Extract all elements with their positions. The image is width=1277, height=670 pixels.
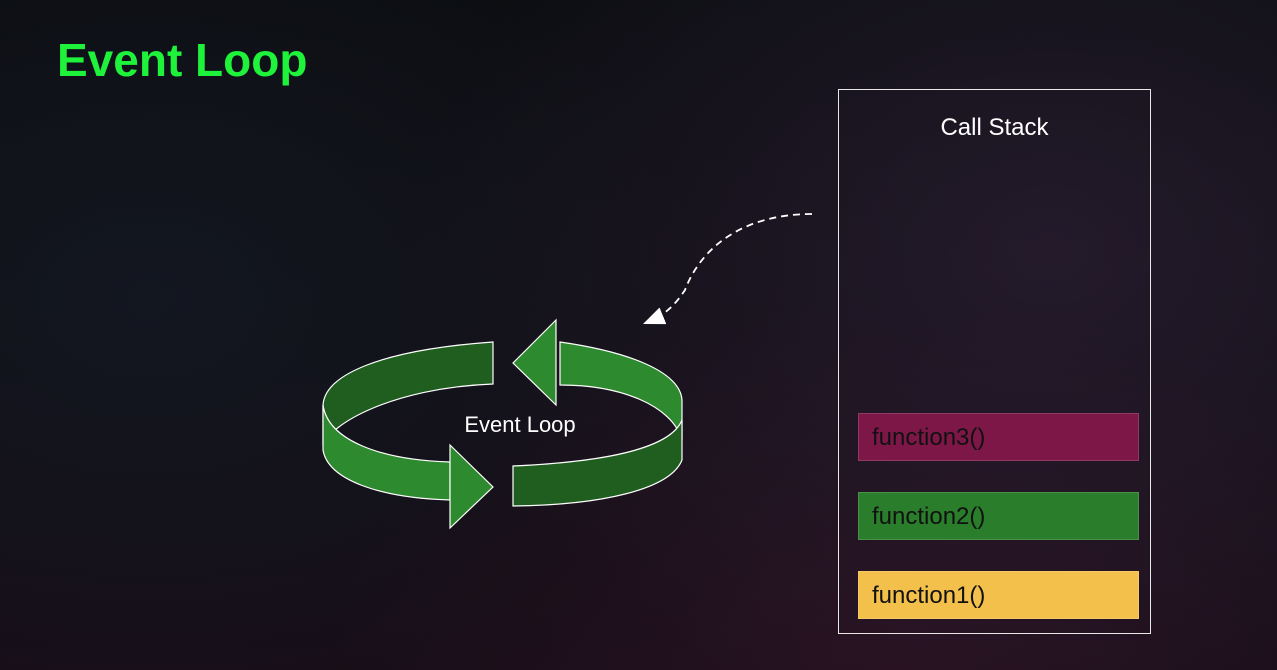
slide-title: Event Loop	[57, 34, 308, 86]
call-stack-title: Call Stack	[940, 114, 1049, 141]
stack-frame-function3: function3()	[858, 413, 1139, 461]
call-stack: Call Stack function3() function2() funct…	[838, 89, 1151, 634]
circular-arrows-icon	[322, 318, 683, 530]
event-loop-label: Event Loop	[464, 412, 576, 437]
stack-frame-function2: function2()	[858, 492, 1139, 540]
flow-arrow	[643, 213, 813, 325]
stack-frame-function1: function1()	[858, 571, 1139, 619]
